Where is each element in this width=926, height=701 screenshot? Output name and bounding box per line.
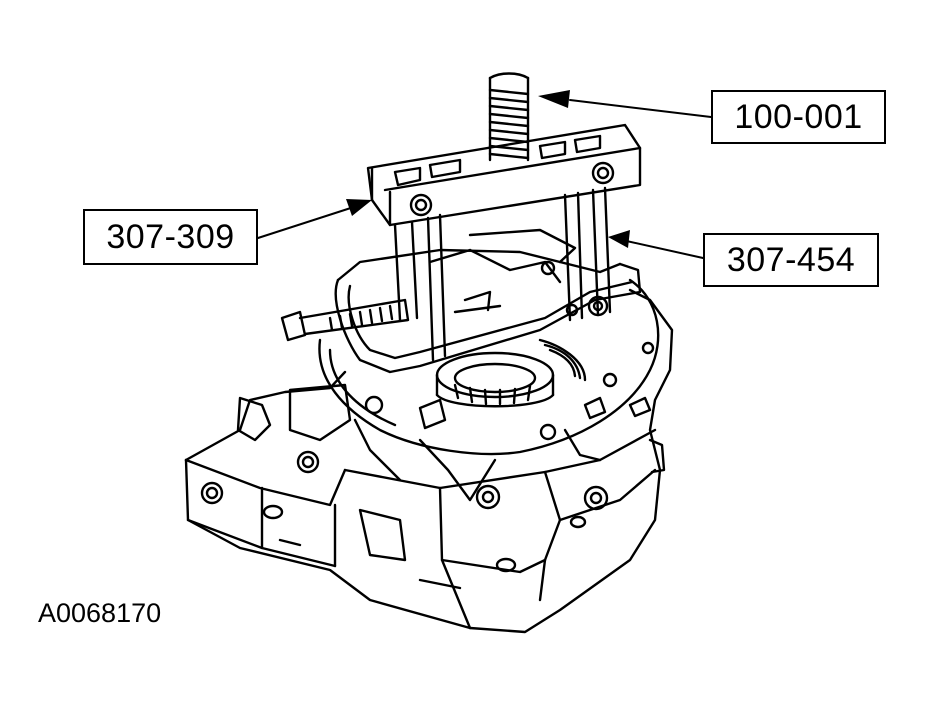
callout-100-001: 100-001 xyxy=(711,90,886,144)
forcing-screw xyxy=(488,72,530,162)
puller-crossbar xyxy=(366,123,642,227)
arrowhead-100-001 xyxy=(538,90,570,108)
callout-label: 307-454 xyxy=(726,240,856,279)
leader-lines xyxy=(257,99,712,259)
bearing-separator xyxy=(334,228,642,374)
callout-307-454: 307-454 xyxy=(703,233,879,287)
arrowhead-307-454 xyxy=(608,230,630,248)
leader-arrowheads xyxy=(346,90,630,248)
transmission-case xyxy=(184,278,674,634)
callout-307-309: 307-309 xyxy=(83,209,258,265)
figure-id: A0068170 xyxy=(38,598,162,628)
arrowhead-307-309 xyxy=(346,199,372,216)
bearing xyxy=(435,338,587,408)
puller-legs xyxy=(393,186,612,362)
callout-label: 307-309 xyxy=(106,217,235,256)
callout-label: 100-001 xyxy=(734,97,863,136)
side-bolt xyxy=(280,298,410,342)
